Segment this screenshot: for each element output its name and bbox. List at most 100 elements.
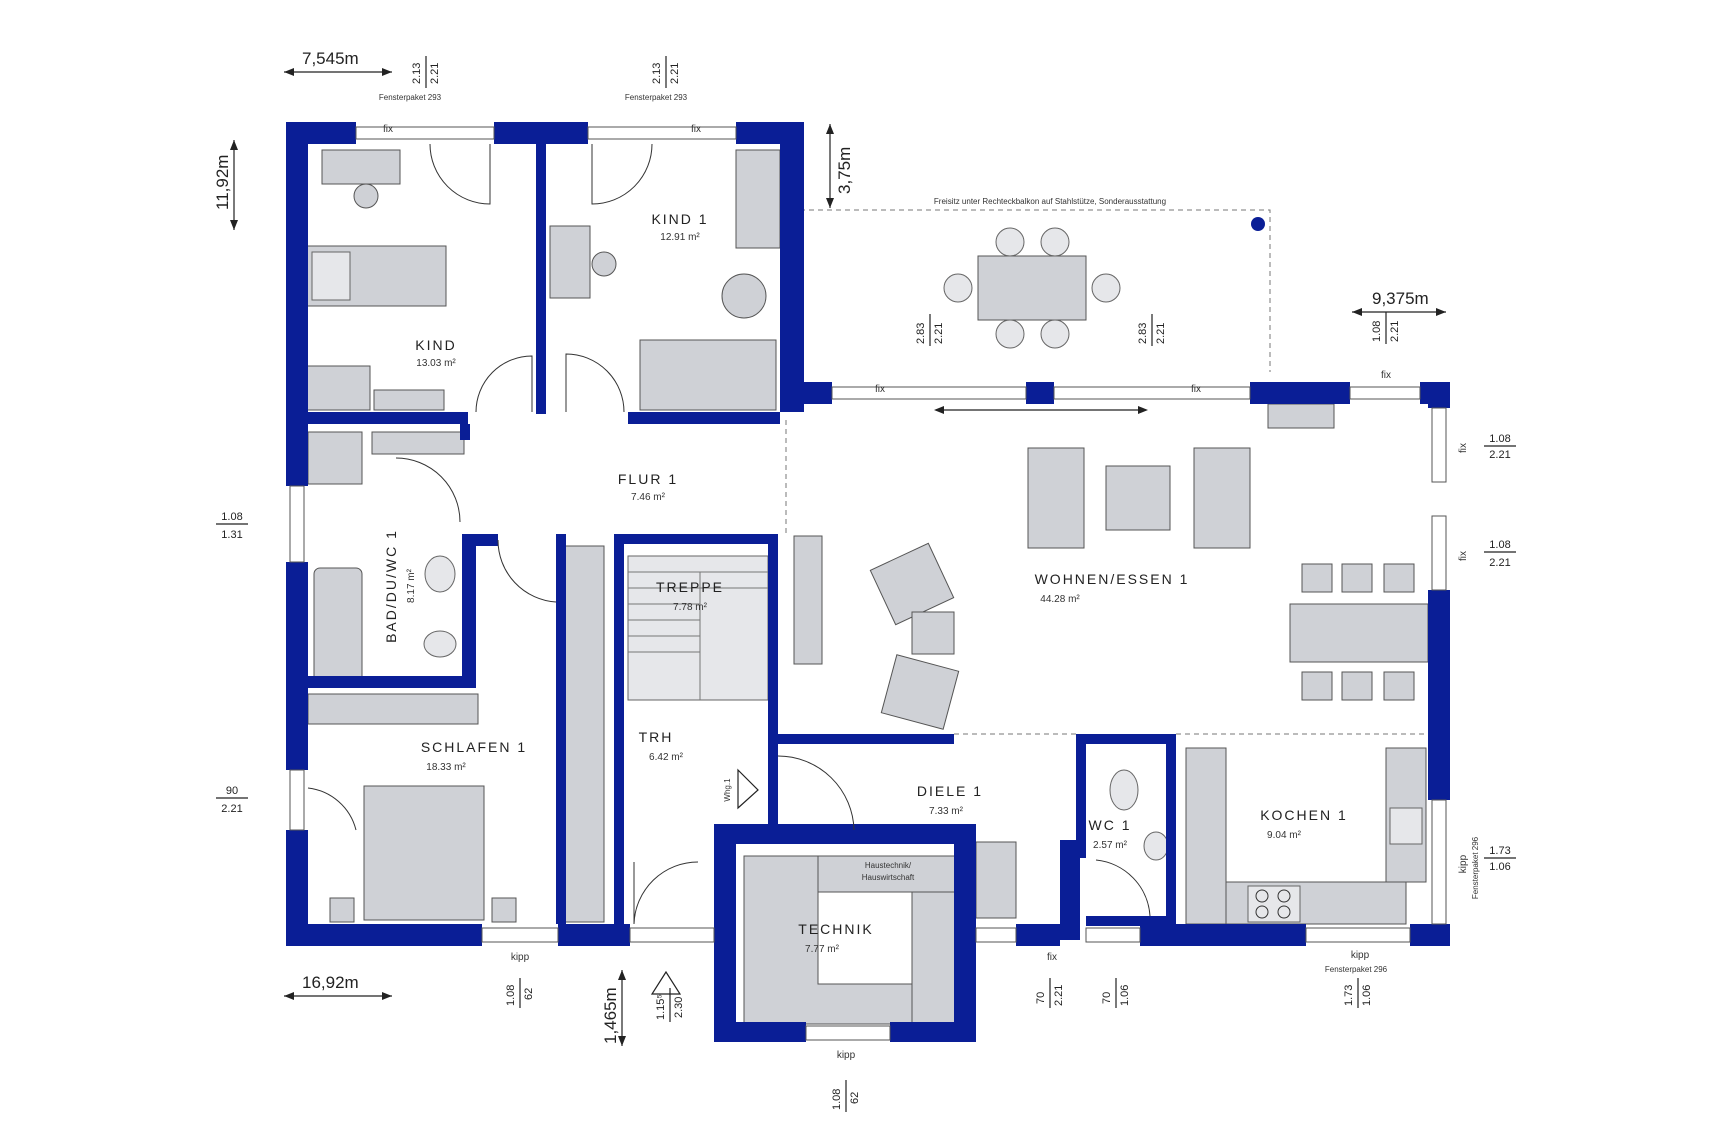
wall: [308, 676, 476, 688]
burner: [1255, 905, 1269, 919]
haustechnik-block: [817, 855, 957, 893]
shower: [307, 431, 363, 485]
svg-text:1.73: 1.73: [1343, 985, 1355, 1006]
toilet: [423, 630, 457, 658]
door: [475, 355, 533, 413]
svg-text:Fensterpaket 293: Fensterpaket 293: [625, 93, 688, 102]
wall: [556, 534, 566, 924]
window: [355, 126, 495, 140]
dimensions: 7,545m 11,92m 3,75m 9,375m 16,92m 1,465m: [213, 49, 1446, 1046]
staircase: [627, 555, 769, 701]
arrow-head: [618, 970, 626, 980]
chair: [995, 319, 1025, 349]
room-name: SCHLAFEN 1: [421, 739, 527, 755]
chair: [1040, 319, 1070, 349]
wall: [460, 424, 470, 440]
room-area: 44.28 m²: [1040, 594, 1080, 605]
room-area: 7.78 m²: [673, 602, 708, 613]
label-kipp: kipp: [511, 952, 530, 963]
room-name: WOHNEN/ESSEN 1: [1035, 571, 1190, 587]
desk-chair: [353, 183, 379, 209]
round-rug: [721, 273, 767, 319]
wall: [494, 122, 588, 144]
arrow-head: [1352, 308, 1362, 316]
svg-text:1.08: 1.08: [221, 511, 242, 523]
chair: [1040, 227, 1070, 257]
room-name: TECHNIK: [798, 921, 873, 937]
room-area: 6.42 m²: [649, 752, 684, 763]
door: [429, 143, 491, 205]
svg-text:2.21: 2.21: [429, 63, 441, 84]
lowboard: [1267, 403, 1335, 429]
chair: [1341, 671, 1373, 701]
svg-text:70: 70: [1035, 992, 1047, 1004]
spec-bottom-5: 1.08 62: [831, 1080, 861, 1112]
arrow-head: [284, 992, 294, 1000]
room-area: 2.57 m²: [1093, 840, 1128, 851]
doors: [307, 143, 1428, 925]
sideboard: [793, 535, 823, 665]
svg-text:1.06: 1.06: [1119, 985, 1131, 1006]
arrow-head: [618, 1036, 626, 1046]
wall: [780, 382, 832, 404]
desk-chair: [591, 251, 617, 277]
spec-bottom-3: 70 1.06: [1101, 978, 1131, 1008]
chair: [1383, 563, 1415, 593]
wardrobe: [975, 841, 1017, 919]
svg-text:1.15⁵: 1.15⁵: [655, 994, 667, 1020]
spec-right-3: 1.73 1.06 Fensterpaket 296: [1471, 836, 1516, 899]
coffee-table: [1105, 465, 1171, 531]
svg-text:2.21: 2.21: [1489, 557, 1510, 569]
label-fix: fix: [1381, 370, 1391, 381]
hauswirtschaft-label: Hauswirtschaft: [862, 873, 915, 882]
spec-bottom-entry: 1.15⁵ 2.30: [655, 988, 685, 1022]
wall: [462, 534, 476, 686]
svg-text:2.21: 2.21: [1155, 323, 1167, 344]
wall: [614, 534, 776, 544]
svg-text:Fensterpaket 296: Fensterpaket 296: [1471, 836, 1480, 899]
window: [1431, 515, 1447, 591]
label-fix: fix: [691, 124, 701, 135]
door: [307, 787, 357, 831]
counter: [371, 431, 465, 455]
chair: [943, 273, 973, 303]
room-area: 12.91 m²: [660, 232, 700, 243]
arrow-head: [382, 68, 392, 76]
room-name: FLUR 1: [618, 471, 678, 487]
spec-right-top: 1.08 2.21: [1371, 312, 1401, 344]
svg-text:1.08: 1.08: [1489, 539, 1510, 551]
room-area: 18.33 m²: [426, 762, 466, 773]
wall: [628, 412, 780, 424]
chair: [1301, 563, 1333, 593]
svg-text:1.08: 1.08: [505, 985, 517, 1006]
label-fix: fix: [1458, 443, 1469, 453]
svg-text:2.21: 2.21: [221, 803, 242, 815]
label-kipp: kipp: [1458, 854, 1469, 873]
svg-text:1.06: 1.06: [1489, 861, 1510, 873]
door: [591, 143, 653, 205]
walls: [286, 122, 1450, 1042]
wall: [286, 122, 356, 144]
chair: [995, 227, 1025, 257]
wall: [954, 824, 976, 1042]
spec-terrace-left: 2.83 2.21: [915, 314, 945, 346]
room-name: TREPPE: [656, 579, 724, 595]
wall: [286, 924, 482, 946]
window: [805, 1025, 891, 1041]
room-area: 13.03 m²: [416, 358, 456, 369]
label-fix: fix: [1191, 384, 1201, 395]
wall: [286, 830, 308, 946]
wall: [714, 824, 736, 1042]
arrow-head: [1138, 406, 1148, 414]
room-name: KOCHEN 1: [1260, 807, 1348, 823]
armchair: [869, 542, 955, 626]
burner: [1277, 889, 1291, 903]
steel-column: [1251, 217, 1265, 231]
windows: [289, 126, 1447, 1041]
terrace-note: Freisitz unter Rechteckbalkon auf Stahls…: [934, 197, 1166, 206]
room-diele: DIELE 1 7.33 m²: [917, 783, 981, 817]
door: [633, 861, 699, 925]
haustechnik-label: Haustechnik/: [865, 861, 912, 870]
svg-text:Fensterpaket 296: Fensterpaket 296: [1325, 965, 1388, 974]
room-kochen: KOCHEN 1 9.04 m²: [1260, 807, 1348, 841]
